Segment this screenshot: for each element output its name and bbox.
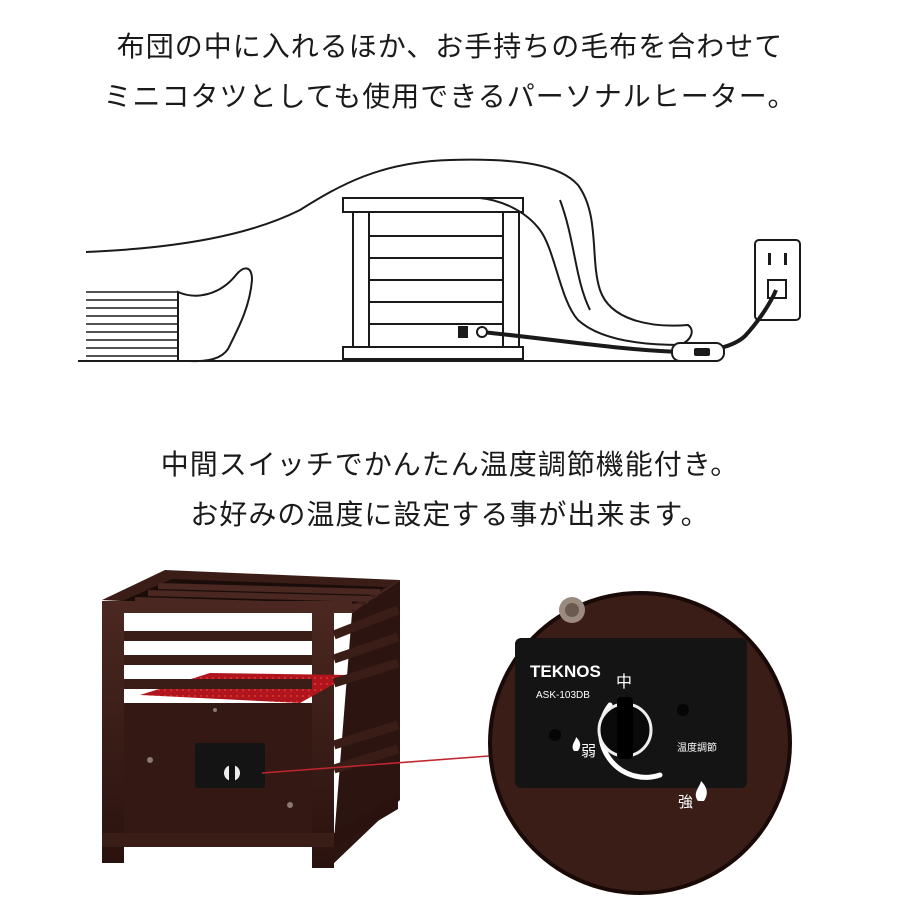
caption-feature-line1: 中間スイッチでかんたん温度調節機能付き。 bbox=[160, 448, 740, 481]
heater-outline bbox=[342, 197, 524, 360]
futon-fold bbox=[559, 199, 591, 311]
caption-feature-line2: お好みの温度に設定する事が出来ます。 bbox=[190, 498, 710, 531]
caption-usage-line2: ミニコタツとしても使用できるパーソナルヒーター。 bbox=[103, 80, 797, 113]
outlet-slot-left bbox=[768, 253, 771, 265]
dial-label-low: 弱 bbox=[581, 742, 596, 760]
caption-feature: 中間スイッチでかんたん温度調節機能付き。 お好みの温度に設定する事が出来ます。 bbox=[0, 440, 900, 540]
heater-switch bbox=[458, 326, 468, 338]
caption-usage: 布団の中に入れるほか、お手持ちの毛布を合わせて ミニコタツとしても使用できるパー… bbox=[0, 22, 900, 122]
dial-label-mid: 中 bbox=[616, 672, 632, 691]
outlet-slot-right bbox=[784, 253, 787, 265]
inline-switch-slider bbox=[694, 348, 710, 356]
model-number: ASK-103DB bbox=[536, 690, 590, 701]
usage-illustration bbox=[78, 158, 801, 363]
product-illustration: TEKNOS ASK-103DB 中 弱 強 温度調節 bbox=[102, 570, 792, 895]
caption-usage-line1: 布団の中に入れるほか、お手持ちの毛布を合わせて bbox=[116, 30, 784, 63]
plug bbox=[767, 279, 787, 299]
legs-stack bbox=[86, 291, 178, 357]
brand-logo: TEKNOS bbox=[530, 662, 601, 681]
flame-low-icon bbox=[572, 737, 581, 751]
flame-high-icon bbox=[695, 781, 707, 801]
heater-unit bbox=[102, 570, 400, 868]
dial-label-high: 強 bbox=[678, 793, 693, 811]
foot-outline bbox=[177, 267, 254, 363]
heater-cord-port bbox=[476, 326, 488, 338]
zoom-circle bbox=[488, 591, 792, 895]
pointer-line bbox=[261, 754, 503, 774]
power-cord bbox=[481, 289, 778, 355]
temperature-dial[interactable] bbox=[597, 697, 653, 759]
dial-label-temperature: 温度調節 bbox=[677, 741, 717, 754]
wall-outlet bbox=[754, 239, 801, 321]
futon-outline bbox=[85, 158, 693, 347]
